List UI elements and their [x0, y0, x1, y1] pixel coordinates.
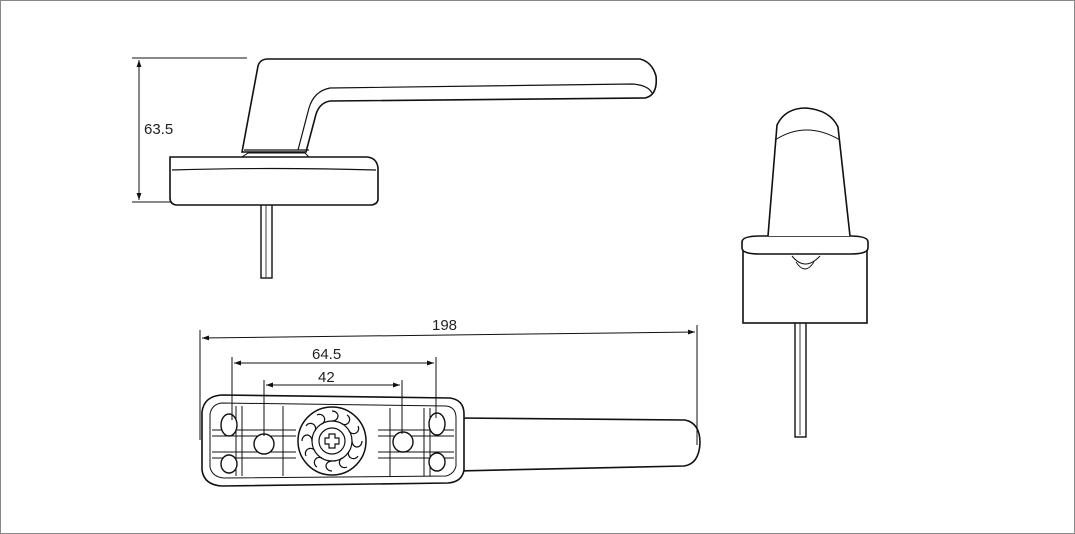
inner-hole-left	[253, 433, 275, 455]
outer-hole-bottom-right	[428, 452, 446, 472]
dim-outer-hole-spacing-label: 64.5	[312, 346, 341, 363]
back-lever-arm	[454, 417, 701, 472]
side-neck	[241, 58, 658, 153]
inner-hole-right	[392, 431, 414, 453]
end-grip	[767, 107, 851, 237]
center-cog-teeth	[301, 410, 363, 472]
outer-hole-bottom-left	[220, 454, 238, 474]
outer-hole-top-left	[220, 413, 238, 437]
dim-inner-hole-spacing-label: 42	[318, 369, 335, 386]
back-view: 198 64.5 42	[199, 317, 701, 487]
side-view: 63.5	[132, 57, 658, 279]
end-collar	[741, 235, 869, 255]
end-view	[741, 107, 869, 438]
side-spindle	[260, 203, 273, 279]
dim-overall-length-label: 198	[432, 317, 457, 334]
outer-hole-top-right	[428, 412, 446, 436]
side-rose	[169, 156, 379, 206]
end-rose	[742, 250, 868, 324]
end-spindle	[794, 319, 807, 438]
dim-line-overall-length	[201, 329, 696, 341]
dim-height-label: 63.5	[144, 121, 173, 138]
center-cross-slot	[324, 433, 340, 449]
